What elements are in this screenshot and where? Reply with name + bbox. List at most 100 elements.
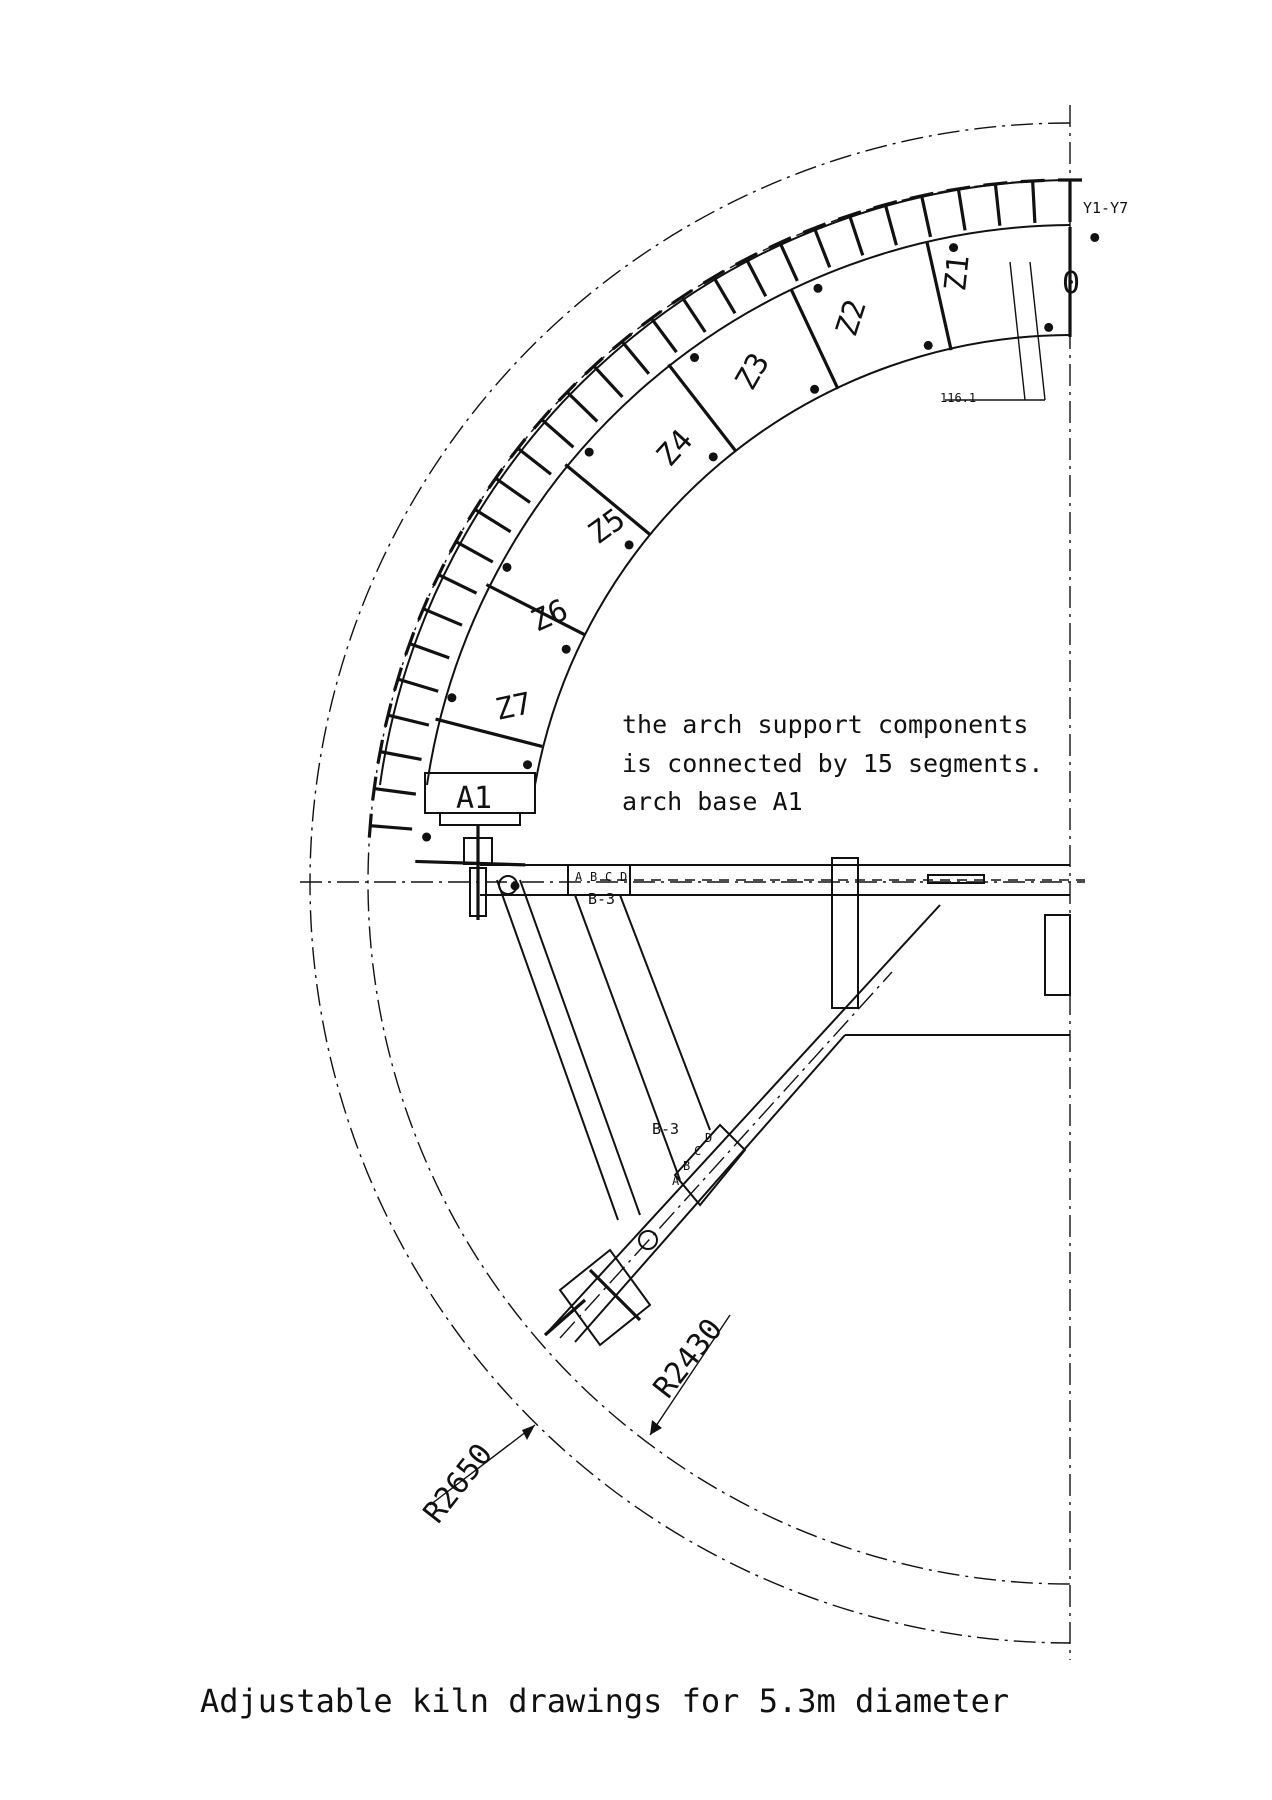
t-rib-stem: [1031, 180, 1037, 224]
segment-divider: [789, 288, 840, 390]
connector-label-top: B-3: [588, 890, 615, 908]
t-rib-stem: [712, 276, 737, 315]
t-rib-flange: [584, 356, 604, 376]
t-rib-stem: [540, 418, 575, 449]
arch-base-stem: [469, 867, 487, 917]
jack-top-pin: [498, 875, 518, 895]
segment-pin: [810, 384, 820, 394]
t-rib-stem: [848, 215, 865, 256]
t-rib-stem: [516, 447, 552, 476]
hole-label-bottom-c: C: [694, 1144, 701, 1158]
t-rib-stem: [680, 296, 707, 333]
t-rib-stem: [379, 750, 422, 762]
diagonal-strut-centerline: [559, 971, 893, 1339]
segment-pin: [447, 693, 457, 703]
jack-edge-left: [496, 879, 619, 1221]
t-rib-flange: [404, 631, 416, 656]
t-rib-flange: [1020, 178, 1045, 184]
radius-outer-label: R2650: [417, 1437, 500, 1530]
r2430-arrowhead: [650, 1420, 662, 1435]
t-rib-stem: [993, 183, 1002, 226]
t-rib-stem: [387, 713, 430, 727]
t-rib-flange: [735, 252, 758, 266]
diagonal-strut-upper-edge: [544, 904, 941, 1336]
segment-label-z3: Z3: [729, 347, 777, 396]
t-rib-flange: [768, 236, 792, 250]
t-rib-stem: [956, 188, 967, 231]
segment-pin: [708, 452, 718, 462]
t-rib-stem: [474, 508, 512, 534]
segment-divider: [564, 463, 652, 536]
note-line-2: is connected by 15 segments.: [622, 749, 1043, 778]
t-rib-stem: [494, 477, 531, 504]
t-rib-flange: [371, 776, 378, 801]
t-rib-stem: [438, 573, 478, 595]
inclined-strut-right: [619, 894, 711, 1131]
t-rib-flange: [487, 467, 504, 490]
segment-pin: [1090, 232, 1100, 242]
note-line-1: the arch support components: [622, 710, 1028, 739]
t-rib-stem: [650, 317, 678, 354]
foot-bolt-right: [588, 1268, 642, 1322]
t-rib-flange: [509, 437, 527, 459]
segment-pin: [502, 562, 512, 572]
t-rib-flange: [392, 667, 403, 692]
segment-divider: [435, 717, 543, 749]
t-rib-stem: [920, 195, 933, 238]
t-rib-flange: [702, 269, 725, 285]
t-rib-flange: [532, 409, 551, 430]
segment-divider: [485, 583, 586, 637]
segment-pin: [523, 760, 533, 770]
segment-label-z5: Z5: [582, 502, 632, 552]
foot-bolt-left: [543, 1298, 587, 1337]
drawing-caption: Adjustable kiln drawings for 5.3m diamet…: [200, 1682, 1009, 1720]
radius-inner-label: R2430: [647, 1312, 730, 1405]
segment-pin: [690, 353, 700, 363]
t-rib-flange: [946, 185, 971, 193]
r2650-leader: [429, 1424, 536, 1506]
t-rib-flange: [983, 181, 1008, 187]
t-rib-flange: [383, 703, 393, 728]
zero-label: 0: [1062, 266, 1080, 301]
t-rib-flange: [611, 332, 633, 351]
r2430-leader: [649, 1314, 731, 1436]
t-rib-stem: [778, 242, 799, 282]
foot-plate: [558, 1248, 652, 1347]
diagonal-strut-lower-edge: [574, 1034, 846, 1343]
t-rib-flange: [367, 813, 373, 838]
t-rib-flange: [417, 597, 430, 621]
segment-pin: [624, 540, 634, 550]
t-rib-flange: [467, 498, 483, 521]
segment-label-z6: Z6: [526, 593, 573, 640]
segment-label-z4: Z4: [650, 423, 700, 473]
segment-pin: [923, 340, 933, 350]
arch-base-clamp: [463, 837, 493, 865]
t-rib-flange: [909, 191, 934, 200]
t-rib-flange: [837, 210, 862, 221]
arch-inner-edge: [534, 334, 1071, 786]
t-rib-flange: [432, 563, 446, 587]
inclined-strut-left: [574, 894, 681, 1181]
outer-radius-arc: [309, 122, 1071, 1644]
segment-pin: [422, 832, 432, 842]
t-rib-stem: [592, 365, 624, 399]
segment-divider: [925, 242, 953, 351]
t-rib-flange: [557, 382, 577, 402]
connector-label-bottom: B-3: [652, 1120, 679, 1138]
t-rib-flange: [376, 739, 385, 764]
jack-edge-right: [519, 879, 641, 1216]
t-rib-stem: [455, 540, 494, 564]
segment-label-z2: Z2: [829, 295, 873, 340]
base-label-a1: A1: [456, 781, 492, 816]
segment-pin: [1044, 322, 1054, 332]
beam-slot: [927, 874, 985, 884]
hole-label-top-c: C: [605, 870, 612, 884]
hole-label-top-d: D: [620, 870, 627, 884]
dimension-extension-right: [1029, 261, 1046, 401]
dimension-extension-left: [1009, 261, 1026, 401]
t-rib-stem: [744, 258, 768, 298]
t-rib-flange: [873, 200, 898, 210]
t-rib-flange: [448, 530, 464, 553]
segment-pin: [813, 283, 823, 293]
segment-pin: [561, 644, 571, 654]
